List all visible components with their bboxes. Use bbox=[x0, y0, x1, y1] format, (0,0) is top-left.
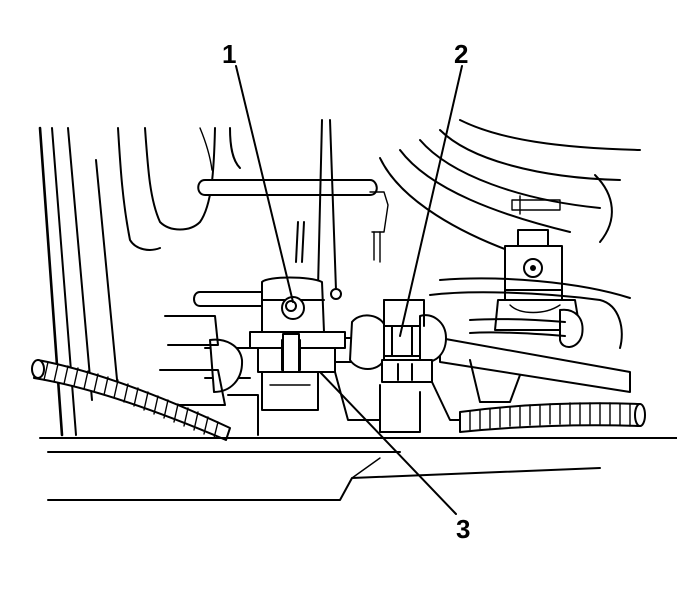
vertical-rods bbox=[295, 119, 389, 300]
callout-leader-lines bbox=[235, 65, 463, 515]
bracket-with-bolt bbox=[249, 276, 346, 411]
upper-hose-bundle bbox=[379, 119, 641, 259]
floor-lines bbox=[39, 437, 677, 501]
callout-label-3: 3 bbox=[456, 514, 470, 544]
left-corrugated-conduit bbox=[31, 359, 231, 441]
callout-label-2: 2 bbox=[454, 39, 468, 69]
right-corrugated-conduit bbox=[459, 402, 646, 433]
line-connector bbox=[349, 299, 447, 383]
leader-line-3 bbox=[319, 371, 457, 515]
leader-line-2 bbox=[399, 65, 463, 337]
callout-label-1: 1 bbox=[222, 39, 236, 69]
right-hose-fittings bbox=[429, 277, 631, 349]
callout-labels: 1 2 3 bbox=[222, 39, 470, 544]
leader-line-1 bbox=[235, 65, 294, 303]
